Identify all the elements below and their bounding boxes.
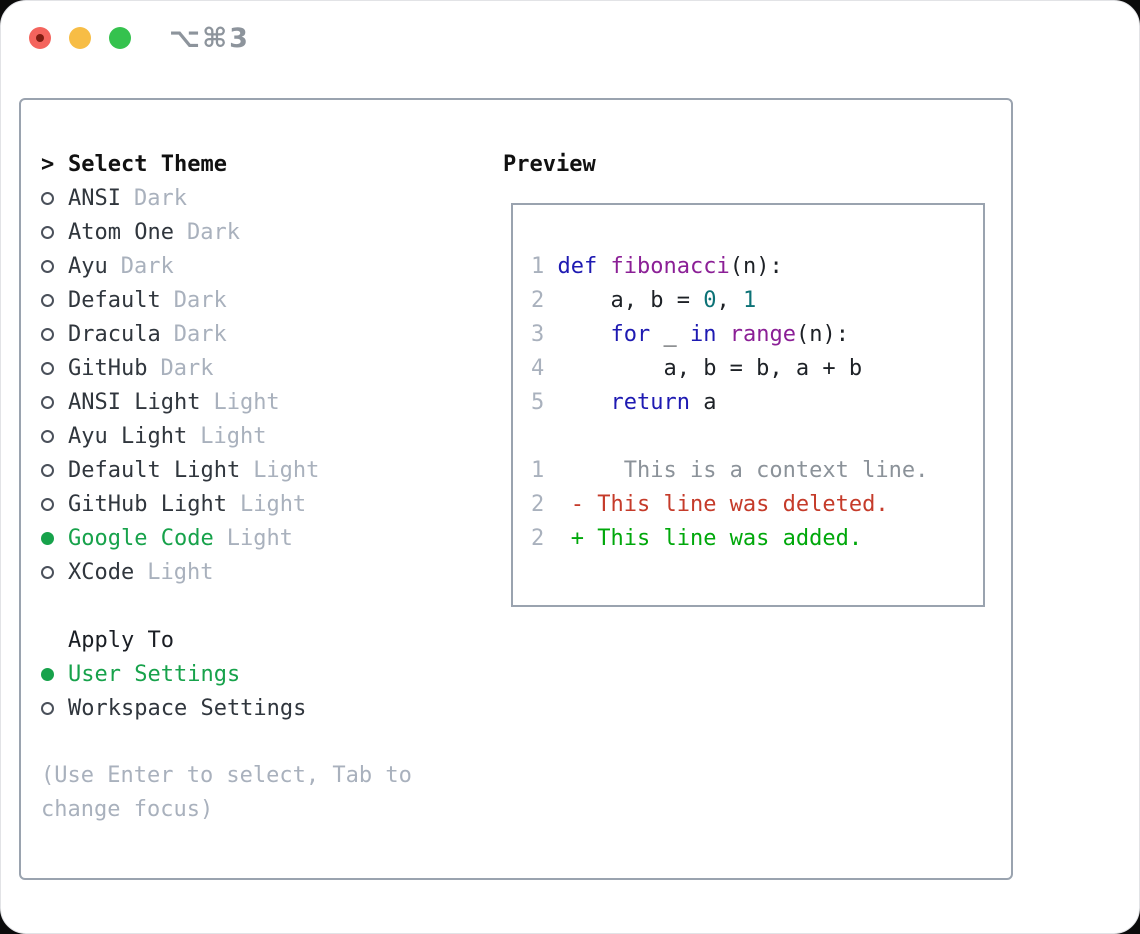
code-preview: 1 def fibonacci(n): 2 a, b = 0, 1 3 for _ …: [513, 205, 983, 556]
option-name: Default: [68, 287, 161, 313]
theme-item-ansi-light[interactable]: ANSI Light Light: [41, 385, 443, 419]
radio-icon: [41, 565, 54, 579]
radio-icon: [41, 293, 54, 307]
line-number: 4: [531, 356, 558, 381]
radio-icon: [41, 701, 54, 715]
code-line: 5 return a: [531, 390, 717, 415]
theme-item-google-code[interactable]: Google Code Light: [41, 521, 443, 555]
option-variant: Dark: [173, 287, 227, 313]
code-line: 4 a, b = b, a + b: [531, 356, 863, 381]
radio-icon: [41, 497, 54, 511]
spacer: [41, 589, 443, 623]
theme-picker-panel: > Select Theme ANSI Dark Atom One Dark A…: [19, 98, 1013, 880]
spacer: [41, 725, 443, 759]
radio-icon: [41, 667, 54, 681]
theme-item-xcode[interactable]: XCode Light: [41, 555, 443, 589]
theme-item-ansi[interactable]: ANSI Dark: [41, 181, 443, 215]
radio-icon: [41, 395, 54, 409]
radio-icon: [41, 191, 54, 205]
preview-box: 1 def fibonacci(n): 2 a, b = 0, 1 3 for _ …: [511, 203, 985, 607]
option-name: GitHub: [68, 355, 148, 381]
option-variant: Light: [226, 525, 293, 551]
window-title: ⌥⌘3: [169, 23, 250, 54]
titlebar: ⌥⌘3: [1, 1, 1139, 98]
apply-to-options: User Settings Workspace Settings: [41, 657, 443, 725]
help-text: (Use Enter to select, Tab to change focu…: [41, 763, 412, 822]
option-name: Default Light: [68, 457, 241, 483]
radio-icon: [41, 327, 54, 341]
line-number: 2: [531, 492, 558, 517]
code-line: 2 a, b = 0, 1: [531, 288, 757, 313]
option-name: User Settings: [68, 661, 241, 687]
theme-item-github[interactable]: GitHub Dark: [41, 351, 443, 385]
option-variant: Light: [200, 423, 267, 449]
theme-list: > Select Theme ANSI Dark Atom One Dark A…: [41, 147, 443, 827]
line-number: 3: [531, 322, 558, 347]
theme-item-ayu[interactable]: Ayu Dark: [41, 249, 443, 283]
minimize-button[interactable]: [69, 27, 91, 49]
option-name: Google Code: [68, 525, 214, 551]
line-number: 1: [531, 458, 558, 483]
code-line: 1 def fibonacci(n):: [531, 254, 783, 279]
theme-options: ANSI Dark Atom One Dark Ayu Dark Default…: [41, 181, 443, 589]
line-number: 2: [531, 526, 558, 551]
option-variant: Light: [253, 457, 320, 483]
radio-icon: [41, 429, 54, 443]
option-name: Atom One: [68, 219, 174, 245]
code-line: 2 + This line was added.: [531, 526, 863, 551]
close-button[interactable]: [29, 27, 51, 49]
option-variant: Light: [147, 559, 214, 585]
theme-item-atom-one[interactable]: Atom One Dark: [41, 215, 443, 249]
theme-item-default[interactable]: Default Dark: [41, 283, 443, 317]
option-variant: Dark: [186, 219, 240, 245]
radio-icon: [41, 259, 54, 273]
option-name: XCode: [68, 559, 135, 585]
theme-item-default-light[interactable]: Default Light Light: [41, 453, 443, 487]
apply-to-label: Apply To: [68, 627, 174, 653]
code-line: 3 for _ in range(n):: [531, 322, 849, 347]
option-name: Ayu Light: [68, 423, 188, 449]
code-line: 1 This is a context line.: [531, 458, 929, 483]
option-name: Dracula: [68, 321, 161, 347]
focus-arrow-icon: >: [41, 151, 55, 177]
line-number: 1: [531, 254, 558, 279]
zoom-button[interactable]: [109, 27, 131, 49]
select-theme-label: Select Theme: [68, 151, 227, 177]
option-variant: Dark: [120, 253, 174, 279]
radio-icon: [41, 463, 54, 477]
preview-label: Preview: [503, 151, 596, 177]
apply-option-user-settings[interactable]: User Settings: [41, 657, 443, 691]
line-number: 2: [531, 288, 558, 313]
option-name: ANSI Light: [68, 389, 201, 415]
apply-option-workspace-settings[interactable]: Workspace Settings: [41, 691, 443, 725]
select-theme-header: > Select Theme: [41, 147, 443, 181]
apply-to-header: Apply To: [41, 623, 443, 657]
option-variant: Light: [239, 491, 307, 517]
line-number: 5: [531, 390, 558, 415]
theme-item-ayu-light[interactable]: Ayu Light Light: [41, 419, 443, 453]
code-line: [531, 420, 983, 454]
radio-icon: [41, 531, 54, 545]
theme-item-github-light[interactable]: GitHub Light Light: [41, 487, 443, 521]
option-name: Ayu: [68, 253, 108, 279]
option-name: GitHub Light: [68, 491, 227, 517]
option-variant: Light: [213, 389, 280, 415]
radio-icon: [41, 361, 54, 375]
theme-item-dracula[interactable]: Dracula Dark: [41, 317, 443, 351]
option-name: Workspace Settings: [68, 695, 307, 721]
option-variant: Dark: [160, 355, 214, 381]
code-line: 2 - This line was deleted.: [531, 492, 889, 517]
radio-icon: [41, 225, 54, 239]
option-name: ANSI: [68, 185, 121, 211]
option-variant: Dark: [133, 185, 187, 211]
option-variant: Dark: [173, 321, 227, 347]
